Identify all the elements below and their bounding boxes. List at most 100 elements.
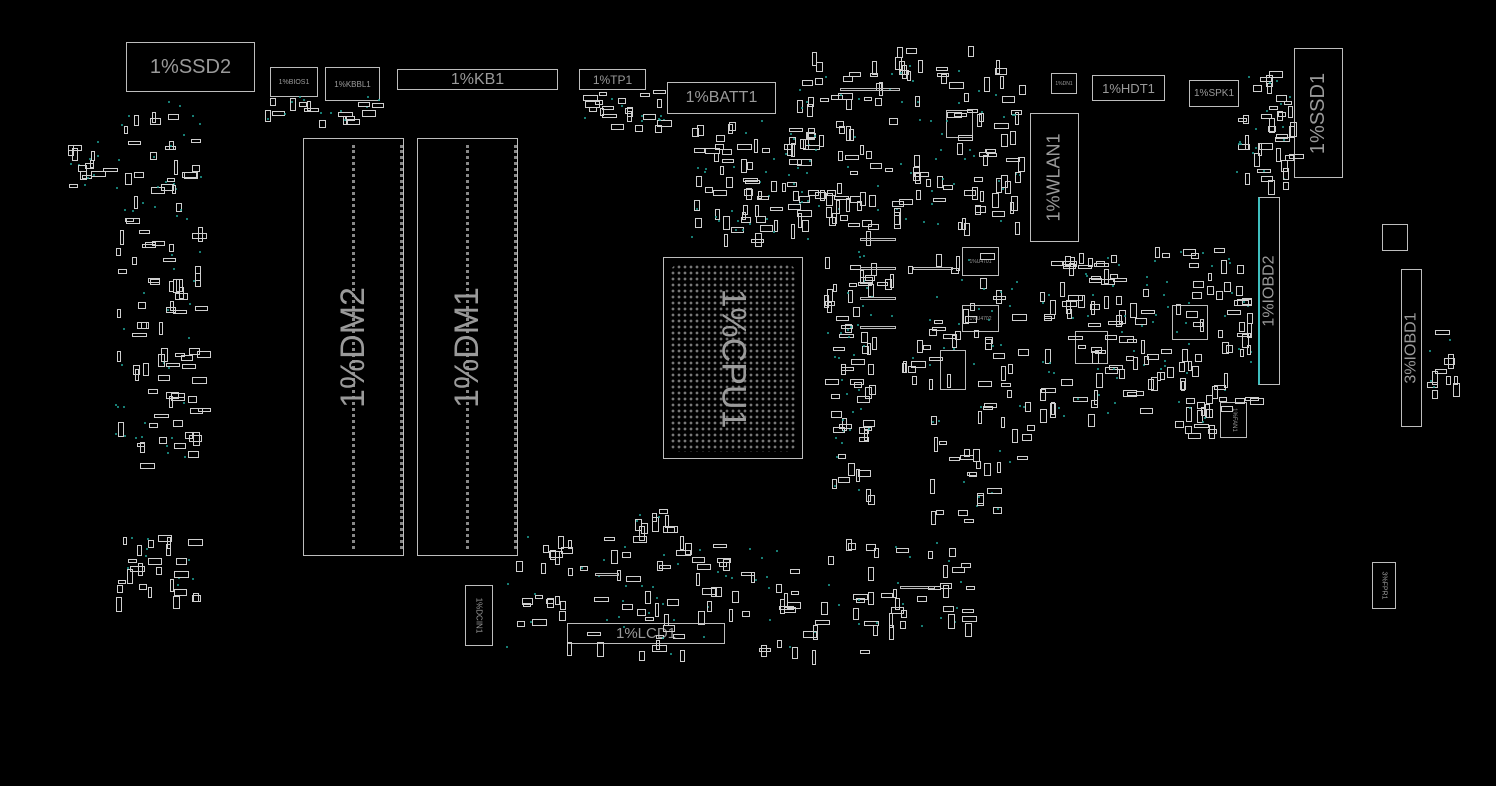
smd-component[interactable] [656,98,662,108]
smd-component[interactable] [1001,365,1007,381]
smd-component[interactable] [845,323,853,333]
smd-component[interactable] [939,440,948,445]
smd-component[interactable] [174,589,188,597]
smd-component[interactable] [1040,387,1056,393]
smd-component[interactable] [1045,348,1052,364]
smd-component[interactable] [655,124,663,133]
smd-component[interactable] [974,330,980,339]
smd-component[interactable] [652,516,660,532]
smd-component[interactable] [1246,344,1251,355]
smd-component[interactable] [931,511,936,526]
smd-component[interactable] [1185,426,1193,435]
smd-component[interactable] [1162,253,1171,259]
dcin1-connector[interactable]: 1%DCIN1 [465,585,493,646]
smd-component[interactable] [744,179,760,184]
smd-component[interactable] [1200,319,1205,333]
smd-component[interactable] [984,339,992,351]
smd-component[interactable] [665,515,670,529]
connector-pad-row[interactable] [900,586,935,589]
bios1-chip[interactable]: 1%BIOS1 [270,67,318,97]
smd-component[interactable] [743,204,749,215]
smd-component[interactable] [1118,369,1125,380]
smd-component[interactable] [68,145,75,157]
smd-component[interactable] [805,145,821,151]
smd-component[interactable] [194,306,208,312]
smd-component[interactable] [133,172,144,179]
smd-component[interactable] [815,62,823,73]
smd-component[interactable] [853,608,860,621]
smd-component[interactable] [796,99,803,113]
smd-component[interactable] [153,414,169,419]
smd-component[interactable] [715,209,721,221]
smd-component[interactable] [798,212,803,228]
smd-component[interactable] [942,185,953,191]
smd-component[interactable] [122,536,127,545]
smd-component[interactable] [535,595,544,600]
smd-component[interactable] [1070,256,1076,267]
smd-component[interactable] [812,52,818,67]
smd-component[interactable] [992,506,1002,514]
smd-component[interactable] [963,93,969,103]
smd-component[interactable] [698,611,706,626]
smd-component[interactable] [1185,397,1195,404]
smd-component[interactable] [967,109,979,114]
smd-component[interactable] [947,111,963,118]
smd-component[interactable] [863,621,879,627]
smd-component[interactable] [1027,424,1036,431]
smd-component[interactable] [962,608,975,613]
smd-component[interactable] [1185,406,1192,422]
smd-component[interactable] [1135,318,1148,325]
smd-component[interactable] [1207,273,1212,282]
smd-component[interactable] [846,538,853,551]
smd-component[interactable] [974,177,984,183]
connector-pad-row[interactable] [860,267,896,270]
smd-component[interactable] [716,135,726,143]
smd-component[interactable] [541,562,547,574]
smd-component[interactable] [567,642,573,657]
smd-component[interactable] [915,96,921,108]
smd-component[interactable] [769,206,783,211]
smd-component[interactable] [719,166,724,176]
smd-component[interactable] [604,536,616,541]
smd-component[interactable] [831,411,843,419]
smd-component[interactable] [835,316,849,322]
smd-component[interactable] [801,219,809,232]
smd-component[interactable] [1254,152,1261,167]
smd-component[interactable] [885,167,894,172]
smd-component[interactable] [639,651,646,662]
smd-component[interactable] [866,489,872,503]
smd-component[interactable] [1218,397,1227,403]
smd-component[interactable] [1091,350,1099,364]
smd-component[interactable] [1179,377,1186,390]
smd-component[interactable] [658,564,671,569]
smd-component[interactable] [1087,322,1101,327]
smd-component[interactable] [956,256,961,272]
smd-component[interactable] [148,389,159,395]
smd-component[interactable] [174,159,179,175]
smd-component[interactable] [844,155,859,161]
smd-component[interactable] [1221,259,1228,274]
smd-component[interactable] [1258,143,1263,156]
smd-component[interactable] [626,106,633,117]
smd-component[interactable] [1196,410,1203,424]
smd-component[interactable] [723,215,731,230]
smd-component[interactable] [342,115,347,125]
smd-component[interactable] [118,579,127,584]
smd-component[interactable] [848,290,854,304]
smd-component[interactable] [1050,401,1055,415]
smd-component[interactable] [692,557,706,564]
smd-component[interactable] [1110,254,1117,263]
smd-component[interactable] [1242,297,1253,305]
smd-component[interactable] [116,308,121,318]
smd-component[interactable] [1261,176,1274,183]
smd-component[interactable] [149,423,159,429]
smd-component[interactable] [664,613,670,626]
smd-component[interactable] [849,282,858,287]
smd-component[interactable] [801,80,813,87]
spk1-connector[interactable]: 1%SPK1 [1189,80,1239,107]
smd-component[interactable] [743,189,753,197]
smd-component[interactable] [933,198,947,203]
dm1-dimm-slot[interactable]: 1%DM1 [417,138,518,556]
smd-component[interactable] [972,186,979,200]
smd-component[interactable] [306,101,311,111]
